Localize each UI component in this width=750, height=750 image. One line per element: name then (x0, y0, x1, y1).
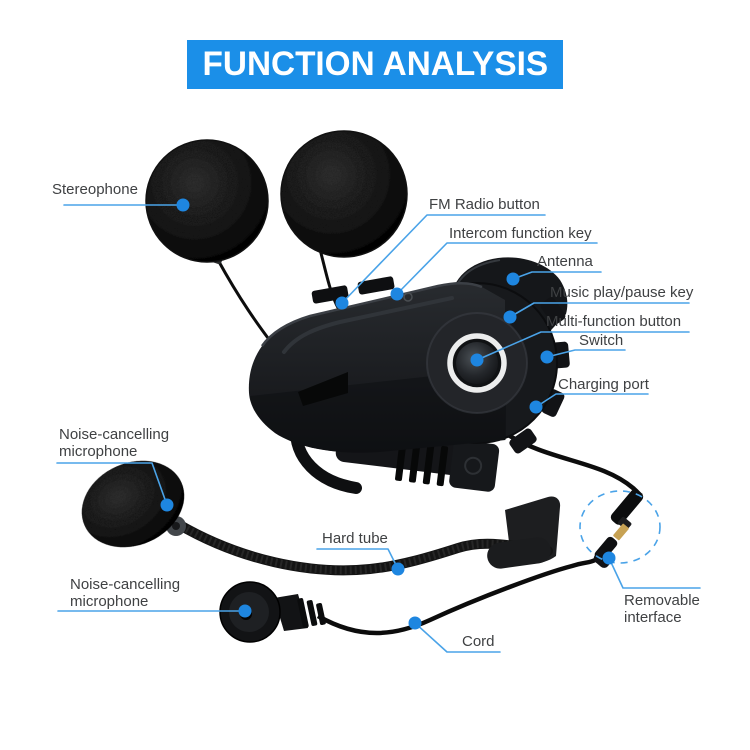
female-connector (610, 489, 644, 525)
screw-emblem (403, 292, 413, 302)
label-line: Noise-cancelling (70, 576, 181, 593)
leader-lines (56, 204, 701, 653)
mic-tail-ribs (297, 598, 326, 628)
button-microphone (219, 557, 597, 643)
charging-port-part (541, 389, 565, 417)
label-line: Noise-cancelling (59, 426, 170, 443)
left-speaker-wire (216, 259, 276, 347)
label-multi-function-button: Multi-function button (546, 313, 682, 330)
leader-cord (414, 622, 501, 653)
dot-removable (602, 551, 616, 565)
leader-removable (608, 557, 701, 589)
leader-music (509, 302, 690, 318)
dot-hard-tube (391, 562, 405, 576)
label-noise-cancelling-mic-top: Noise-cancelling microphone (59, 426, 169, 460)
left-speaker (145, 139, 269, 265)
gold-jack-tip (613, 523, 629, 541)
label-line: microphone (59, 443, 138, 460)
label-antenna: Antenna (537, 253, 593, 270)
dot-fm-radio (335, 296, 349, 310)
label-switch: Switch (579, 332, 624, 349)
mic-joint-screw (172, 522, 180, 530)
title-banner: FUNCTION ANALYSIS (187, 40, 563, 89)
right-speaker (280, 130, 408, 258)
intercom-key-part (357, 276, 395, 295)
label-removable-interface: Removable interface (624, 592, 700, 626)
leader-antenna (512, 271, 602, 280)
leader-multi-function (476, 331, 690, 361)
label-stereophone: Stereophone (52, 181, 138, 198)
dot-charging (529, 400, 543, 414)
marker-dots (160, 198, 616, 630)
label-charging-port: Charging port (558, 376, 649, 393)
leader-fm-radio (341, 214, 546, 304)
connector-collar (618, 516, 632, 530)
label-noise-cancelling-mic-bottom: Noise-cancelling microphone (70, 576, 180, 610)
label-intercom-function-key: Intercom function key (449, 225, 592, 242)
device-body (248, 283, 505, 453)
dot-switch (540, 350, 554, 364)
dot-multi-function (470, 353, 484, 367)
label-cord: Cord (462, 633, 495, 650)
intercom-device (248, 257, 570, 494)
tube-sleeve (487, 537, 551, 569)
mic-cord (316, 557, 597, 636)
label-music-play-pause-key: Music play/pause key (550, 284, 694, 301)
body-top-highlight (260, 281, 483, 347)
label-fm-radio-button: FM Radio button (429, 196, 540, 213)
dot-cord (408, 616, 422, 630)
body-vent (298, 372, 348, 406)
dot-music (503, 310, 517, 324)
dot-antenna (506, 272, 520, 286)
dot-nc-mic-bottom (238, 604, 252, 618)
label-hard-tube: Hard tube (322, 530, 388, 547)
label-line: Removable (624, 592, 700, 609)
dial-recess-rim (426, 312, 528, 414)
label-line: interface (624, 609, 682, 626)
dot-intercom (390, 287, 404, 301)
dot-nc-mic-top (160, 498, 174, 512)
leader-switch (546, 349, 626, 358)
mic-body-rim (219, 581, 281, 643)
leader-hard-tube (316, 548, 399, 570)
dot-stereophone (176, 198, 190, 212)
page-title: FUNCTION ANALYSIS (202, 45, 548, 83)
label-line: microphone (70, 593, 149, 610)
leader-intercom (396, 242, 598, 295)
body-bevel (282, 296, 454, 354)
leader-charging (535, 393, 649, 408)
hard-tube-ribs (175, 520, 549, 575)
dashed-highlight-circle (579, 490, 661, 564)
leader-nc-mic-top (56, 462, 168, 506)
